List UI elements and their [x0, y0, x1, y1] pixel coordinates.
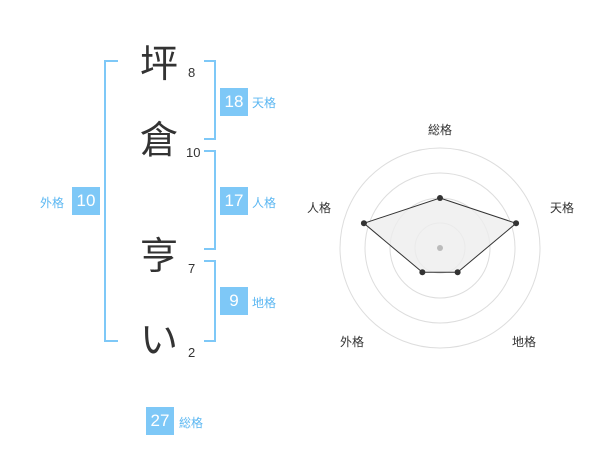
tenkaku-bracket: [204, 60, 216, 140]
chikaku-label: 地格: [252, 296, 277, 310]
jinkaku-bracket: [204, 150, 216, 250]
radar-points: [360, 195, 520, 276]
tenkaku-value: 18: [220, 88, 248, 116]
radar-grid-ring: [364, 172, 516, 324]
axis-label-tenkaku: 天格: [550, 200, 574, 215]
jinkaku-label: 人格: [252, 196, 277, 210]
axis-label-chikaku: 地格: [512, 334, 536, 349]
chikaku-bracket: [204, 260, 216, 342]
name-char-3: 亨: [140, 234, 179, 278]
radar-point: [454, 269, 461, 276]
stroke-count-2: 10: [186, 145, 201, 160]
soukaku-value: 27: [146, 407, 174, 435]
axis-label-jinkaku: 人格: [307, 200, 331, 215]
gaikaku-label: 外格: [40, 196, 65, 210]
radar-center-dot: [437, 245, 443, 251]
radar-point: [419, 269, 426, 276]
stroke-count-1: 8: [188, 65, 196, 80]
gaikaku-value: 10: [72, 187, 100, 215]
kaku-radar-chart: 総格 天格 地格 外格 人格: [307, 122, 574, 349]
tenkaku-label: 天格: [252, 96, 277, 110]
soukaku-label: 総格: [179, 416, 204, 430]
jinkaku-value: 17: [220, 187, 248, 215]
name-char-2: 倉: [140, 118, 179, 162]
gaikaku-bracket: [104, 60, 118, 342]
radar-area: [362, 197, 518, 273]
radar-grid-ring: [339, 147, 541, 349]
radar-point: [360, 220, 367, 227]
axis-label-gaikaku: 外格: [340, 334, 364, 349]
name-char-4: い: [140, 318, 179, 362]
radar-point: [513, 220, 520, 227]
axis-label-soukaku: 総格: [428, 122, 452, 137]
stroke-count-3: 7: [188, 261, 196, 276]
stroke-count-4: 2: [188, 345, 196, 360]
chikaku-value: 9: [220, 287, 248, 315]
name-char-1: 坪: [140, 42, 179, 86]
radar-point: [437, 195, 443, 201]
